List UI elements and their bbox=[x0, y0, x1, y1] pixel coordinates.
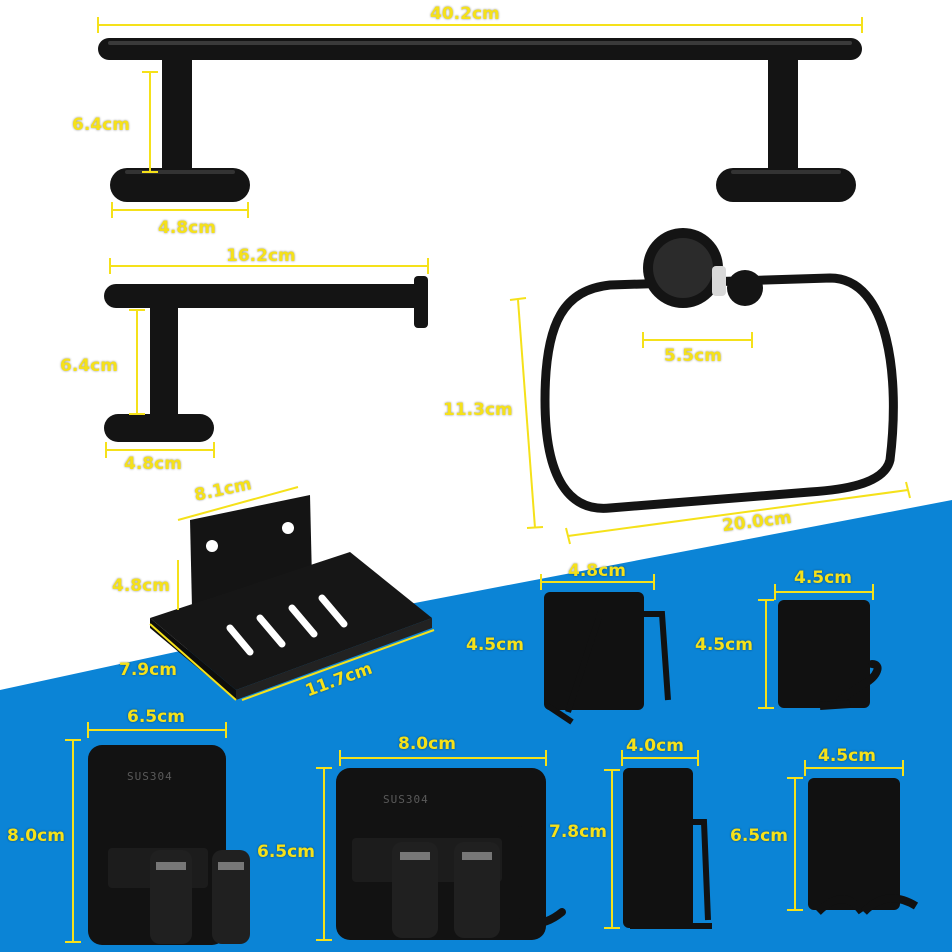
towel-bar bbox=[98, 38, 862, 202]
towel-ring-height-label: 11.3cm bbox=[443, 400, 513, 420]
soap-dish-back-height-label: 4.8cm bbox=[112, 576, 170, 596]
soap-dish bbox=[150, 495, 432, 700]
single-hook-width-label: 4.5cm bbox=[794, 568, 852, 588]
towel-bar-dimension-lines bbox=[97, 17, 863, 218]
sponge-holder-height-label: 4.5cm bbox=[466, 635, 524, 655]
double-hook-dimension-lines bbox=[787, 760, 904, 911]
toothbrush-holder-height-label: 7.8cm bbox=[549, 822, 607, 842]
paper-holder-height-label: 6.4cm bbox=[60, 356, 118, 376]
paper-holder-dimension-lines bbox=[105, 258, 429, 458]
mop-holder-small-width-label: 6.5cm bbox=[127, 707, 185, 727]
towel-ring bbox=[540, 228, 898, 513]
mop-holder-large-dimension-lines bbox=[316, 750, 547, 941]
double-hook-width-label: 4.5cm bbox=[818, 746, 876, 766]
towel-ring-base-label: 5.5cm bbox=[664, 346, 722, 366]
paper-holder bbox=[104, 276, 428, 442]
soap-dish-depth-label: 7.9cm bbox=[119, 660, 177, 680]
mop-holder-small-dimension-lines bbox=[65, 722, 227, 943]
toothbrush-holder-width-label: 4.0cm bbox=[626, 736, 684, 756]
paper-holder-base-label: 4.8cm bbox=[124, 454, 182, 474]
mop-holder-small-height-label: 8.0cm bbox=[7, 826, 65, 846]
mop-holder-large-engraving: SUS304 bbox=[383, 793, 429, 806]
double-hook-height-label: 6.5cm bbox=[730, 826, 788, 846]
toothbrush-holder-dimension-lines bbox=[604, 750, 699, 929]
mop-holder-small bbox=[88, 745, 250, 945]
single-hook-dimension-lines bbox=[758, 584, 874, 709]
single-hook bbox=[778, 600, 882, 710]
blue-background bbox=[0, 500, 952, 952]
towel-bar-base-label: 4.8cm bbox=[158, 218, 216, 238]
double-hook bbox=[808, 778, 919, 915]
towel-bar-length-label: 40.2cm bbox=[430, 4, 500, 24]
towel-bar-height-label: 6.4cm bbox=[72, 115, 130, 135]
single-hook-height-label: 4.5cm bbox=[695, 635, 753, 655]
sponge-holder bbox=[544, 592, 671, 725]
toothbrush-holder bbox=[623, 768, 712, 929]
mop-holder-large-width-label: 8.0cm bbox=[398, 734, 456, 754]
towel-ring-dimension-lines bbox=[509, 297, 911, 545]
mop-holder-small-engraving: SUS304 bbox=[127, 770, 173, 783]
mop-holder-large bbox=[336, 768, 566, 940]
mop-holder-large-height-label: 6.5cm bbox=[257, 842, 315, 862]
soap-dish-dimension-lines bbox=[149, 486, 435, 701]
sponge-holder-dimension-lines bbox=[540, 574, 655, 590]
paper-holder-length-label: 16.2cm bbox=[226, 246, 296, 266]
sponge-holder-width-label: 4.8cm bbox=[568, 561, 626, 581]
